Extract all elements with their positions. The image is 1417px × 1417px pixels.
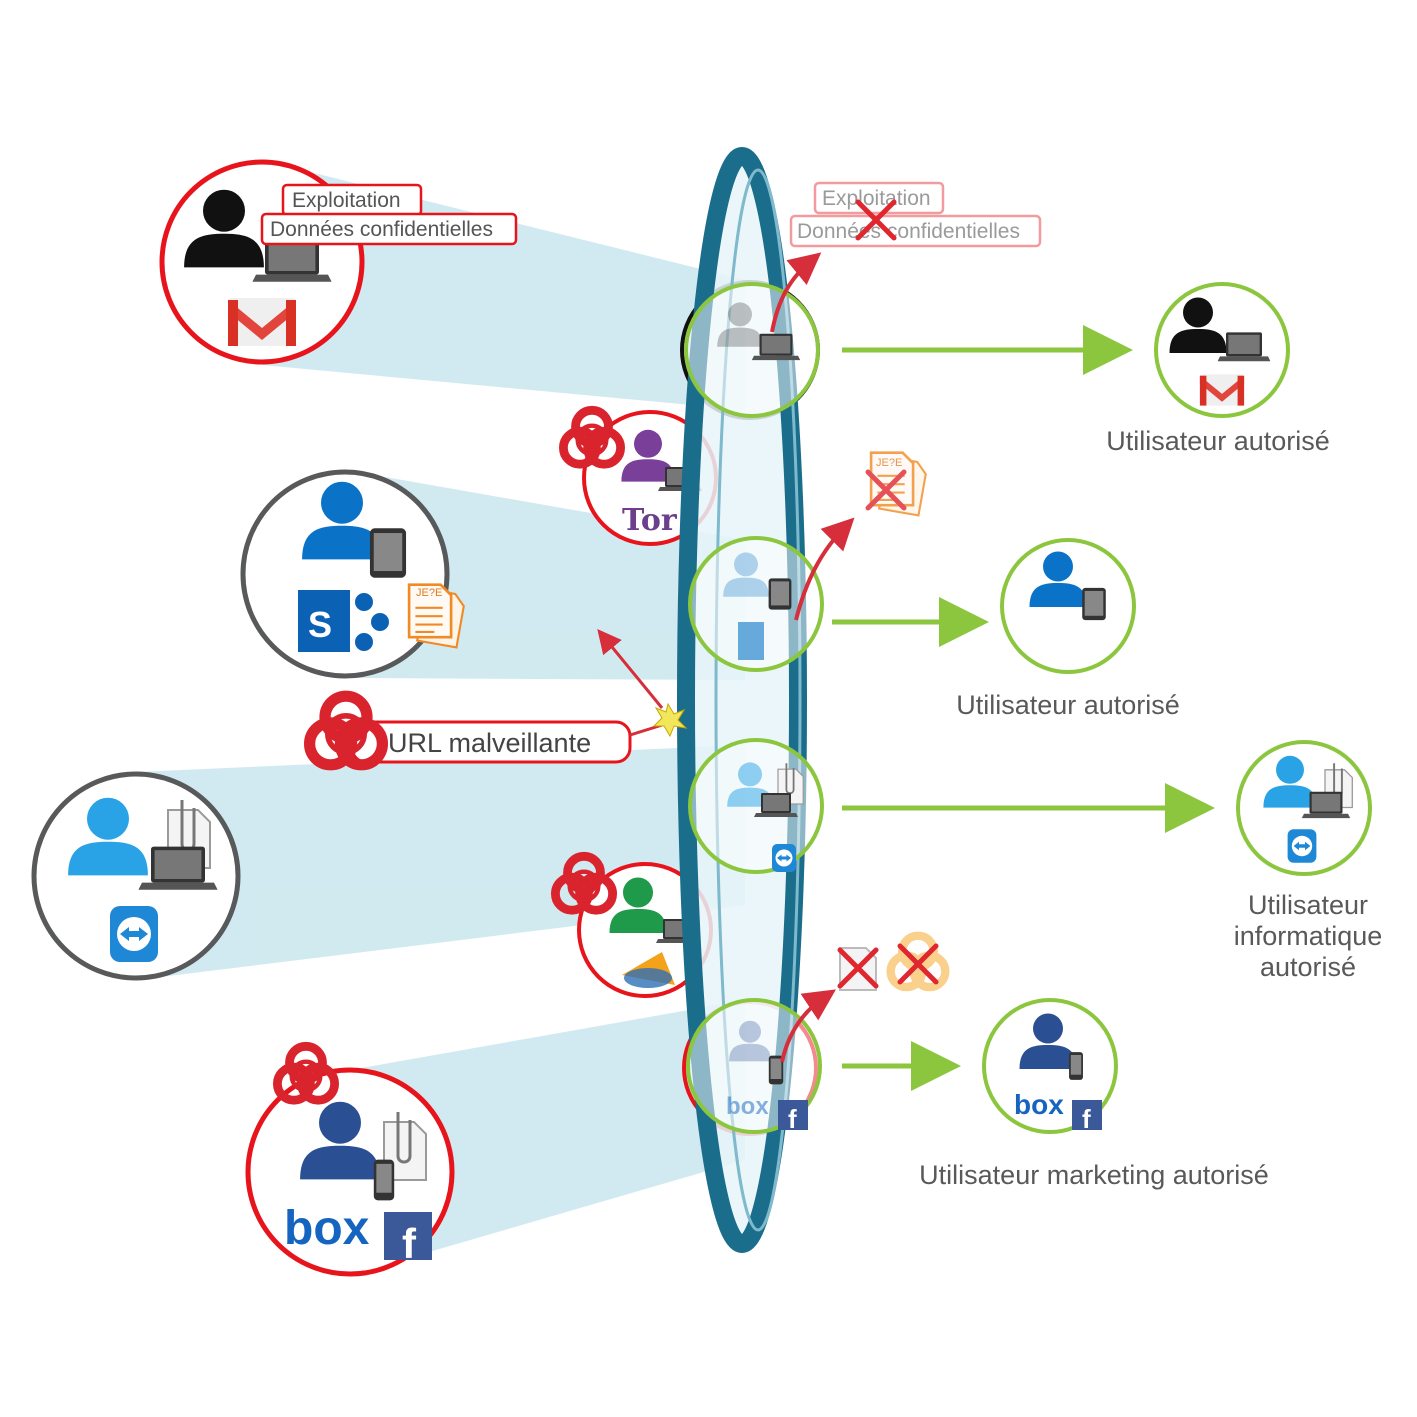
facebook-letter: f bbox=[1082, 1104, 1091, 1134]
svg-text:JE?E: JE?E bbox=[876, 457, 902, 469]
svg-text:Données confidentielles: Données confidentielles bbox=[270, 218, 493, 241]
document-mark: JE?E bbox=[416, 587, 442, 599]
filtered-box-user: box f bbox=[686, 998, 822, 1134]
caption-it-user-line3: autorisé bbox=[1260, 952, 1356, 982]
teamviewer-icon bbox=[1287, 829, 1317, 863]
url-rejected-arrow bbox=[597, 629, 664, 709]
caption-marketing-user: Utilisateur marketing autorisé bbox=[919, 1160, 1269, 1190]
tor-logo: Tor bbox=[622, 503, 678, 538]
box-logo: box bbox=[726, 1093, 769, 1120]
facebook-icon bbox=[384, 1212, 432, 1260]
svg-text:URL malveillante: URL malveillante bbox=[388, 728, 591, 758]
filtered-teamviewer-user bbox=[688, 738, 824, 874]
gmail-icon bbox=[1199, 374, 1245, 406]
gmail-icon bbox=[228, 298, 296, 346]
facebook-icon bbox=[1072, 1100, 1102, 1130]
blocked-arrow-document bbox=[794, 517, 855, 621]
tablet-icon bbox=[768, 578, 792, 610]
impact-burst-icon bbox=[652, 702, 688, 738]
tag-exploitation: Exploitation bbox=[281, 183, 423, 217]
blocked-tag-exploitation: Exploitation bbox=[813, 181, 945, 215]
blocked-tag-confidential: Données confidentielles bbox=[789, 214, 1042, 248]
destination-it-user: Utilisateur informatique autorisé bbox=[1234, 740, 1383, 982]
destination-authorized-user-1: Utilisateur autorisé bbox=[1106, 282, 1330, 456]
filtered-black-user bbox=[684, 282, 820, 418]
blocked-arrow-confidential bbox=[770, 252, 822, 333]
destination-marketing-user: box f Utilisateur marketing autorisé bbox=[919, 998, 1269, 1190]
blocked-document: JE?E bbox=[868, 451, 929, 517]
caption-it-user-line1: Utilisateur bbox=[1248, 890, 1368, 920]
teamviewer-icon bbox=[772, 844, 796, 872]
caption-authorized-user-2: Utilisateur autorisé bbox=[956, 690, 1180, 720]
filtered-sharepoint-user bbox=[688, 536, 824, 672]
caption-authorized-user-1: Utilisateur autorisé bbox=[1106, 426, 1330, 456]
tablet-icon bbox=[1082, 587, 1106, 621]
sharepoint-icon bbox=[738, 622, 764, 660]
sharepoint-letter: S bbox=[308, 604, 332, 645]
facebook-letter: f bbox=[402, 1220, 417, 1267]
svg-text:Exploitation: Exploitation bbox=[822, 187, 931, 210]
box-logo: box bbox=[284, 1202, 370, 1255]
box-logo: box bbox=[1014, 1089, 1064, 1120]
security-lens bbox=[677, 147, 807, 1253]
intercepted-ftp-user bbox=[555, 856, 713, 998]
phone-icon bbox=[1069, 1052, 1083, 1080]
blocked-arrow-malware bbox=[780, 989, 836, 1063]
facebook-letter: f bbox=[788, 1104, 797, 1134]
facebook-icon bbox=[778, 1100, 808, 1130]
tablet-icon bbox=[369, 528, 407, 578]
blocked-attachment-malware bbox=[840, 931, 950, 992]
svg-text:Données confidentielles: Données confidentielles bbox=[797, 220, 1020, 243]
sharepoint-icon: S bbox=[298, 590, 389, 652]
source-box-user: box f bbox=[245, 1046, 455, 1277]
destination-authorized-user-2: Utilisateur autorisé bbox=[956, 538, 1180, 720]
phone-icon bbox=[373, 1159, 395, 1201]
svg-text:Exploitation: Exploitation bbox=[292, 189, 401, 212]
source-sharepoint-user: S JE?E bbox=[240, 469, 467, 679]
beam-box-user bbox=[350, 1000, 745, 1275]
teamviewer-icon bbox=[110, 906, 158, 962]
source-teamviewer-user bbox=[31, 771, 241, 981]
malicious-url-tag: URL malveillante bbox=[310, 696, 632, 765]
caption-it-user-line2: informatique bbox=[1234, 921, 1383, 951]
tag-confidential-data: Données confidentielles bbox=[260, 212, 518, 246]
